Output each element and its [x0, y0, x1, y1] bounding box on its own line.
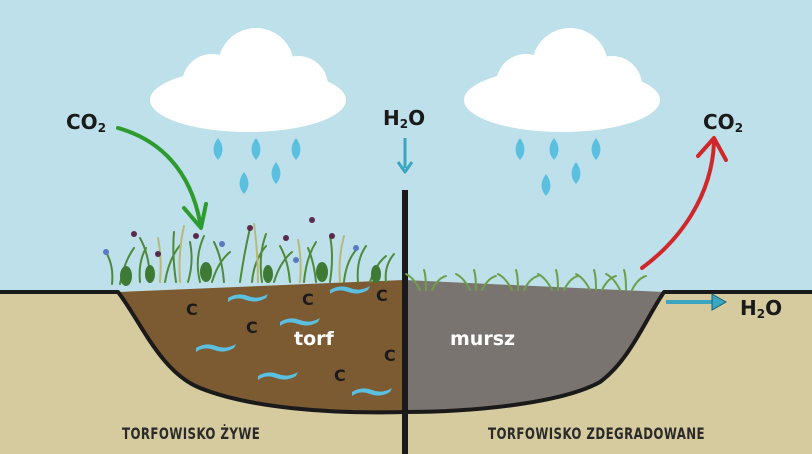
- co2-label-right-main: CO: [703, 110, 735, 134]
- co2-label-left: CO2: [66, 110, 106, 135]
- arrow-icon: [182, 202, 208, 230]
- co2-label-right-sub: 2: [734, 121, 744, 135]
- co2-label-left-sub: 2: [97, 121, 107, 135]
- h2o-label-top-tail: O: [408, 106, 426, 130]
- cloud-icon: [464, 28, 660, 132]
- caption-live-peatland: TORFOWISKO ŻYWE: [122, 424, 261, 443]
- co2-uptake-arrow: [116, 126, 202, 224]
- plant-icon: [157, 223, 345, 283]
- peat-label-mursz: mursz: [450, 328, 516, 350]
- peat-label-torf: torf: [294, 328, 334, 350]
- h2o-label-right-main: H: [740, 296, 757, 320]
- raindrop-icon: [213, 138, 601, 196]
- plant-icon: [405, 269, 647, 291]
- arrow-icon: [711, 293, 728, 311]
- co2-emission-arrow: [640, 140, 716, 270]
- carbon-symbol: C: [246, 318, 258, 337]
- h2o-label-top-sub: 2: [399, 117, 409, 131]
- h2o-label-right-tail: O: [765, 296, 783, 320]
- carbon-symbol: C: [384, 346, 396, 365]
- plant-icon: [120, 262, 381, 286]
- water-streaks: [196, 286, 392, 396]
- arrow-icon: [696, 136, 728, 162]
- peat-basin-live: [118, 280, 404, 413]
- arrow-icon: [396, 161, 414, 174]
- h2o-label-right: H2O: [740, 296, 782, 321]
- co2-label-left-main: CO: [66, 110, 98, 134]
- h2o-label-top-main: H: [383, 106, 400, 130]
- caption-degraded-peatland: TORFOWISKO ZDEGRADOWANE: [488, 424, 706, 443]
- peat-basin-degraded: [404, 280, 664, 412]
- plant-icon: [105, 227, 395, 285]
- plant-icon: [103, 241, 359, 263]
- h2o-label-right-sub: 2: [756, 307, 766, 321]
- carbon-symbol: C: [302, 290, 314, 309]
- plant-icon: [131, 217, 335, 257]
- h2o-label-top: H2O: [383, 106, 425, 131]
- cloud-icon: [150, 28, 346, 132]
- carbon-symbol: C: [334, 366, 346, 385]
- co2-label-right: CO2: [703, 110, 743, 135]
- carbon-symbol: C: [186, 300, 198, 319]
- carbon-symbol: C: [376, 286, 388, 305]
